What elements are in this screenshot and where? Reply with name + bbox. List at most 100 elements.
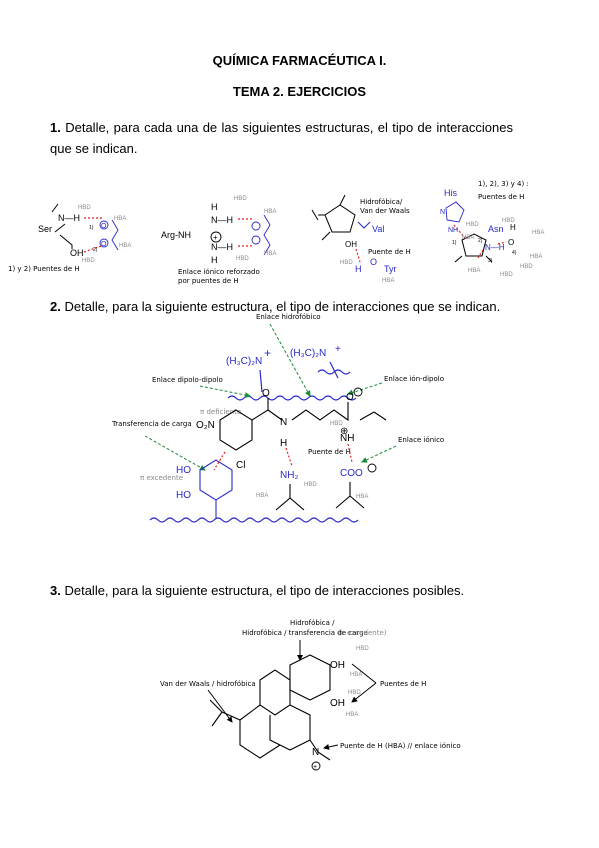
ser-hbd: HBD (78, 205, 91, 211)
asn-hba-3: HBA (530, 254, 542, 260)
exercise-2-text: Detalle, para la siguiente estructura, e… (64, 299, 501, 314)
asn-hbd: HBD (502, 218, 515, 224)
exercise-2-number: 2. (50, 299, 61, 314)
fig2-h: H (280, 438, 287, 449)
arg-note-2: por puentes de H (178, 277, 239, 285)
fig3-oh-2: OH (330, 698, 345, 709)
fig3-pi-excedent: (π excedente) (338, 629, 387, 637)
fig2-o: O (262, 388, 270, 399)
his-n3: 3) (488, 258, 493, 264)
ser-hba: HBA (114, 216, 126, 222)
his-nh: NH (448, 227, 458, 234)
tyr-o: O (370, 257, 377, 267)
his-hba: HBA (462, 235, 474, 241)
figure-1: Ser N—H OH HBD HBA 1) 2) O O HBA HBD 1) … (8, 180, 544, 285)
fig2-ion-dipole: Enlace ión-dipolo (384, 375, 444, 383)
ser-hba-2: HBA (119, 243, 131, 249)
asn-label: Asn (488, 224, 504, 234)
fig3-hbond-n: Puente de H (HBA) // enlace iónico (340, 742, 461, 750)
fig2-charge-transfer: Transferencia de carga (111, 420, 192, 428)
arg-hbd: HBD (234, 196, 247, 202)
arg-h1: H (211, 202, 218, 212)
figure-2: (H₃C)₂N (H₃C)₂N + + Enlace hidrofóbico E… (111, 313, 444, 523)
fig2-nme2-right: (H₃C)₂N (290, 348, 326, 359)
fig3-oh-1: OH (330, 660, 345, 671)
svg-text:+: + (335, 344, 341, 355)
structure-his-asn: His N NH 1), 2), 3) y 4) : Puentes de H … (440, 180, 544, 278)
svg-text:O: O (101, 223, 107, 230)
fig2-coo: COO (340, 468, 363, 479)
val-hbd: HBD (340, 260, 353, 266)
val-hba: HBA (382, 278, 394, 284)
fig3-hbd: HBD (356, 646, 369, 652)
ser-n1: 1) (89, 225, 94, 231)
fig2-ho-1: HO (176, 465, 191, 476)
svg-text:+: + (313, 764, 317, 771)
val-note-2: Van der Waals (360, 207, 410, 215)
fig2-dipole: Enlace dipolo-dipolo (152, 376, 223, 384)
arg-hbd-2: HBD (236, 256, 249, 262)
val-note-1: Hidrofóbica/ (360, 198, 403, 206)
exercise-3-number: 3. (50, 583, 61, 598)
fig2-om: O (346, 392, 354, 403)
his-note-1: 1), 2), 3) y 4) : (478, 180, 529, 188)
arg-label: Arg-NH (161, 230, 191, 240)
ser-hbd-2: HBD (82, 258, 95, 264)
asn-hba: HBA (532, 230, 544, 236)
tyr-label: Tyr (384, 264, 397, 274)
svg-text:O: O (101, 241, 107, 248)
arg-nh1: N—H (211, 215, 233, 225)
structure-arg: Arg-NH H H N—H N—H + HBD HBA HBD HBA Enl… (161, 196, 276, 285)
ser-oh: OH (70, 248, 84, 258)
asn-hba-2: HBA (468, 268, 480, 274)
figure-3: Hidrofóbica / Hidrofóbica / transferenci… (160, 619, 461, 771)
fig2-hbd-2: HBD (330, 421, 343, 427)
fig2-hbond: Puente de H (308, 448, 351, 456)
fig2-nme2-left: (H₃C)₂N (226, 356, 262, 367)
fig2-cl: Cl (236, 460, 245, 471)
fig3-vdw: Van der Waals / hidrofóbica (160, 680, 256, 688)
his-note-2: Puentes de H (478, 193, 524, 201)
fig2-n: N (280, 417, 287, 428)
arg-note-1: Enlace iónico reforzado (178, 268, 260, 276)
svg-text:+: + (264, 346, 271, 360)
svg-text:+: + (213, 233, 218, 242)
tyr-h: H (355, 264, 362, 274)
his-label: His (444, 188, 457, 198)
fig3-hbd-2: HBD (348, 690, 361, 696)
fig2-hbd: HBD (304, 482, 317, 488)
exercise-1-number: 1. (50, 120, 61, 135)
fig3-hba-2: HBA (346, 712, 358, 718)
val-label: Val (372, 224, 384, 234)
exercise-3-text: Detalle, para la siguiente estructura, e… (64, 583, 465, 598)
course-title: QUÍMICA FARMACÉUTICA I. (212, 53, 387, 68)
fig2-pi-excedent: π excedente (140, 474, 183, 482)
fig2-ionic: Enlace iónico (398, 436, 444, 444)
arg-hba: HBA (264, 209, 276, 215)
topic-title: TEMA 2. EJERCICIOS (232, 84, 367, 99)
structure-val-tyr: OH Hidrofóbica/ Van der Waals Val Puente… (311, 194, 411, 284)
ser-note: 1) y 2) Puentes de H (8, 265, 80, 273)
fig2-nh: NH (340, 433, 354, 444)
exercise-2: 2. Detalle, para la siguiente estructura… (50, 296, 513, 317)
his-hbd: HBD (466, 222, 479, 228)
exercise-1-text: Detalle, para cada una de las siguientes… (50, 120, 513, 156)
asn-o: O (508, 238, 514, 247)
fig3-charge-transfer: Hidrofóbica / transferencia de carga (242, 629, 368, 637)
fig3-n: N (312, 747, 319, 758)
his-n2: 2) (478, 238, 483, 244)
val-hbond: Puente de H (368, 248, 411, 256)
asn-hbd-3: HBD (520, 264, 533, 270)
fig2-hba-2: HBA (356, 494, 368, 500)
his-n: N (440, 209, 445, 216)
ser-n2: 2) (93, 247, 98, 253)
fig3-charge-transfer-1: Hidrofóbica / (290, 619, 335, 627)
exercise-3: 3. Detalle, para la siguiente estructura… (50, 580, 513, 601)
ser-label: Ser (38, 224, 52, 234)
fig2-hydrophobic: Enlace hidrofóbico (256, 313, 321, 321)
asn-nh: N—H (485, 243, 505, 252)
his-n4: 4) (512, 250, 517, 256)
fig2-no2: O₂N (196, 420, 215, 431)
fig2-nh2: NH₂ (280, 470, 298, 481)
